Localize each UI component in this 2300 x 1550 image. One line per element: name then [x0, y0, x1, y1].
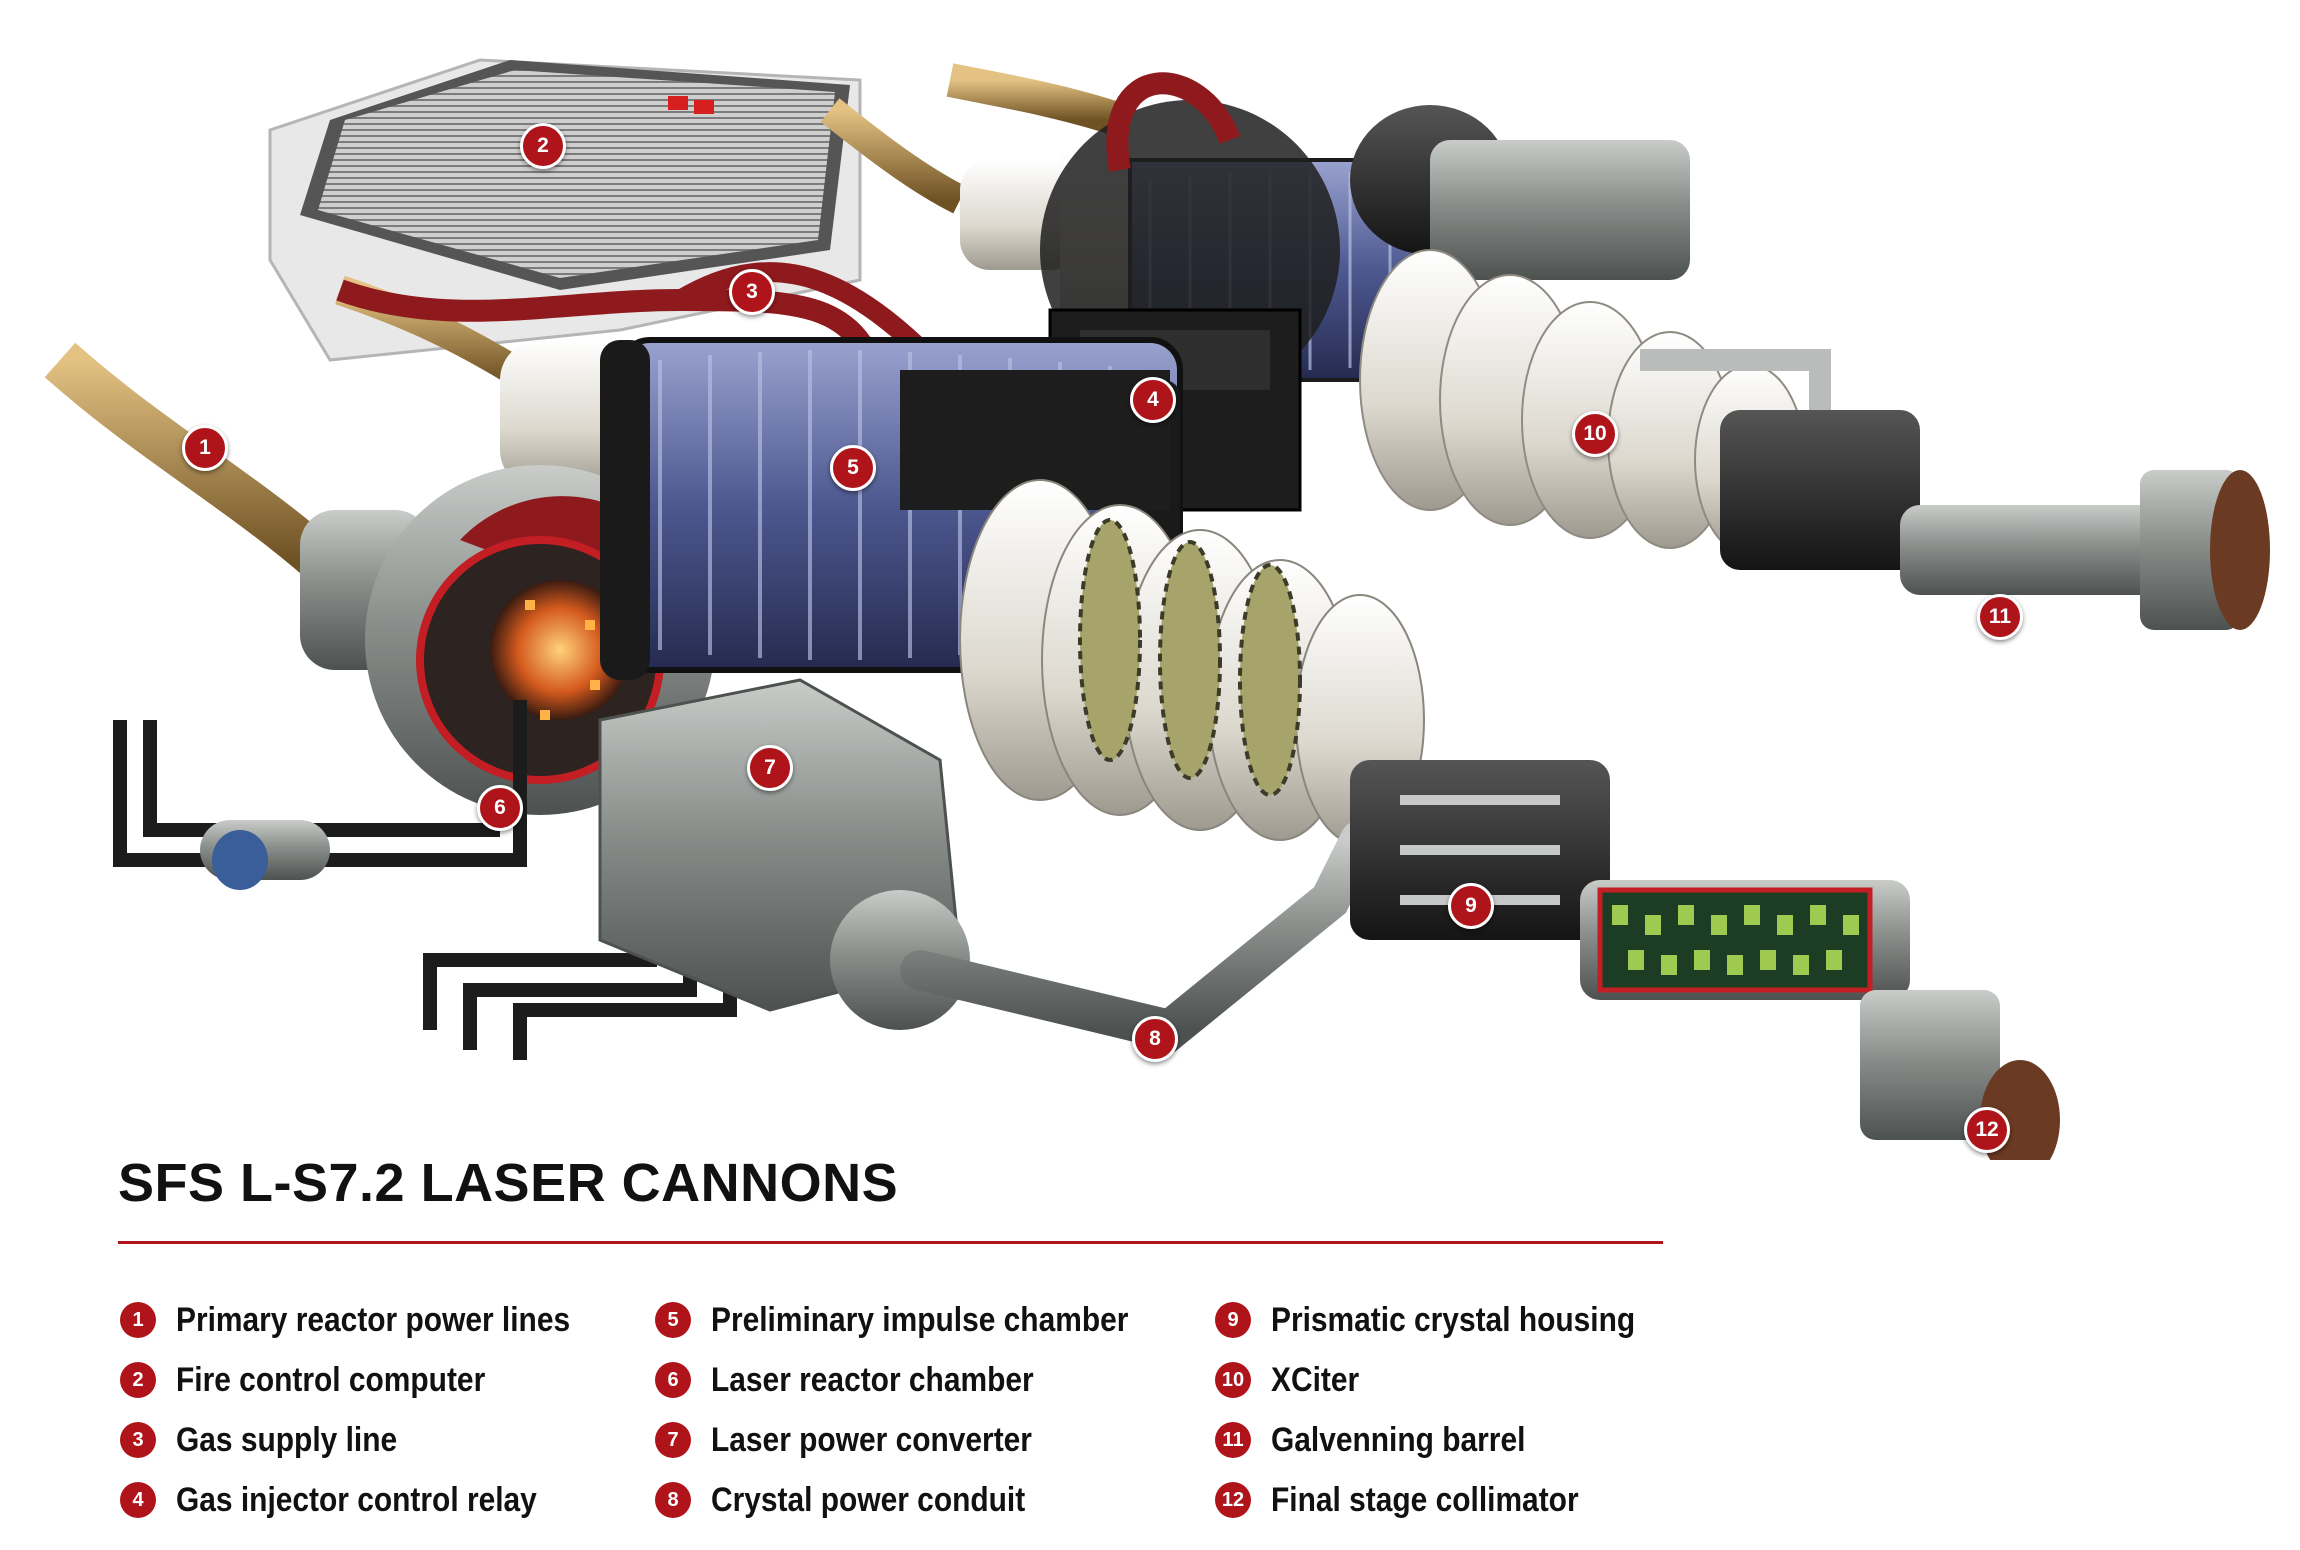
legend-label: Galvenning barrel — [1271, 1420, 1526, 1459]
callout-1[interactable]: 1 — [182, 425, 228, 471]
diagram-title: SFS L-S7.2 LASER CANNONS — [118, 1153, 899, 1213]
legend-number: 12 — [1215, 1482, 1251, 1518]
legend-number: 10 — [1215, 1362, 1251, 1398]
callout-9[interactable]: 9 — [1448, 883, 1494, 929]
legend-label: Prismatic crystal housing — [1271, 1300, 1636, 1339]
legend-number: 7 — [655, 1422, 691, 1458]
legend-item: 11 Galvenning barrel — [1215, 1410, 1685, 1470]
legend-label: Laser reactor chamber — [711, 1360, 1034, 1399]
callout-2[interactable]: 2 — [520, 123, 566, 169]
legend-item: 2 Fire control computer — [120, 1350, 624, 1410]
legend-label: XCiter — [1271, 1360, 1360, 1399]
callout-3[interactable]: 3 — [729, 269, 775, 315]
legend-label: Laser power converter — [711, 1420, 1032, 1459]
callout-10[interactable]: 10 — [1572, 411, 1618, 457]
legend-item: 1 Primary reactor power lines — [120, 1290, 624, 1350]
laser-cannon-illustration — [0, 0, 2270, 1160]
callout-11[interactable]: 11 — [1977, 594, 2023, 640]
callout-1 — [0, 0, 1, 1]
callout-12[interactable]: 12 — [1964, 1107, 2010, 1153]
callout-8[interactable]: 8 — [1132, 1016, 1178, 1062]
legend-number: 2 — [120, 1362, 156, 1398]
legend-item: 3 Gas supply line — [120, 1410, 624, 1470]
legend-label: Final stage collimator — [1271, 1480, 1579, 1519]
legend-number: 3 — [120, 1422, 156, 1458]
legend-item: 8 Crystal power conduit — [655, 1470, 1185, 1530]
legend-item: 7 Laser power converter — [655, 1410, 1185, 1470]
legend-number: 6 — [655, 1362, 691, 1398]
legend-number: 5 — [655, 1302, 691, 1338]
legend-label: Fire control computer — [176, 1360, 486, 1399]
legend-label: Preliminary impulse chamber — [711, 1300, 1129, 1339]
legend-label: Primary reactor power lines — [176, 1300, 571, 1339]
callouts — [0, 0, 1, 1]
callout-4[interactable]: 4 — [1130, 377, 1176, 423]
legend-number: 4 — [120, 1482, 156, 1518]
legend-item: 12 Final stage collimator — [1215, 1470, 1685, 1530]
legend-number: 11 — [1215, 1422, 1251, 1458]
legend-label: Gas supply line — [176, 1420, 398, 1459]
legend-column-3: 9 Prismatic crystal housing 10 XCiter 11 Ga… — [1215, 1290, 1685, 1530]
callout-7[interactable]: 7 — [747, 745, 793, 791]
legend-number: 8 — [655, 1482, 691, 1518]
legend-number: 1 — [120, 1302, 156, 1338]
rear-cannon — [820, 63, 2270, 630]
legend-item: 9 Prismatic crystal housing — [1215, 1290, 1685, 1350]
fire-control-computer — [268, 58, 862, 362]
legend-column-2: 5 Preliminary impulse chamber 6 Laser reac… — [655, 1290, 1185, 1530]
legend-item: 6 Laser reactor chamber — [655, 1350, 1185, 1410]
legend-label: Gas injector control relay — [176, 1480, 537, 1519]
callout-5[interactable]: 5 — [830, 445, 876, 491]
legend-label: Crystal power conduit — [711, 1480, 1026, 1519]
legend-item: 5 Preliminary impulse chamber — [655, 1290, 1185, 1350]
legend-item: 10 XCiter — [1215, 1350, 1685, 1410]
callout-6[interactable]: 6 — [477, 785, 523, 831]
title-divider — [118, 1241, 1663, 1244]
front-cannon — [44, 262, 2060, 1160]
legend-number: 9 — [1215, 1302, 1251, 1338]
legend-item: 4 Gas injector control relay — [120, 1470, 624, 1530]
legend-column-1: 1 Primary reactor power lines 2 Fire contr… — [120, 1290, 624, 1530]
